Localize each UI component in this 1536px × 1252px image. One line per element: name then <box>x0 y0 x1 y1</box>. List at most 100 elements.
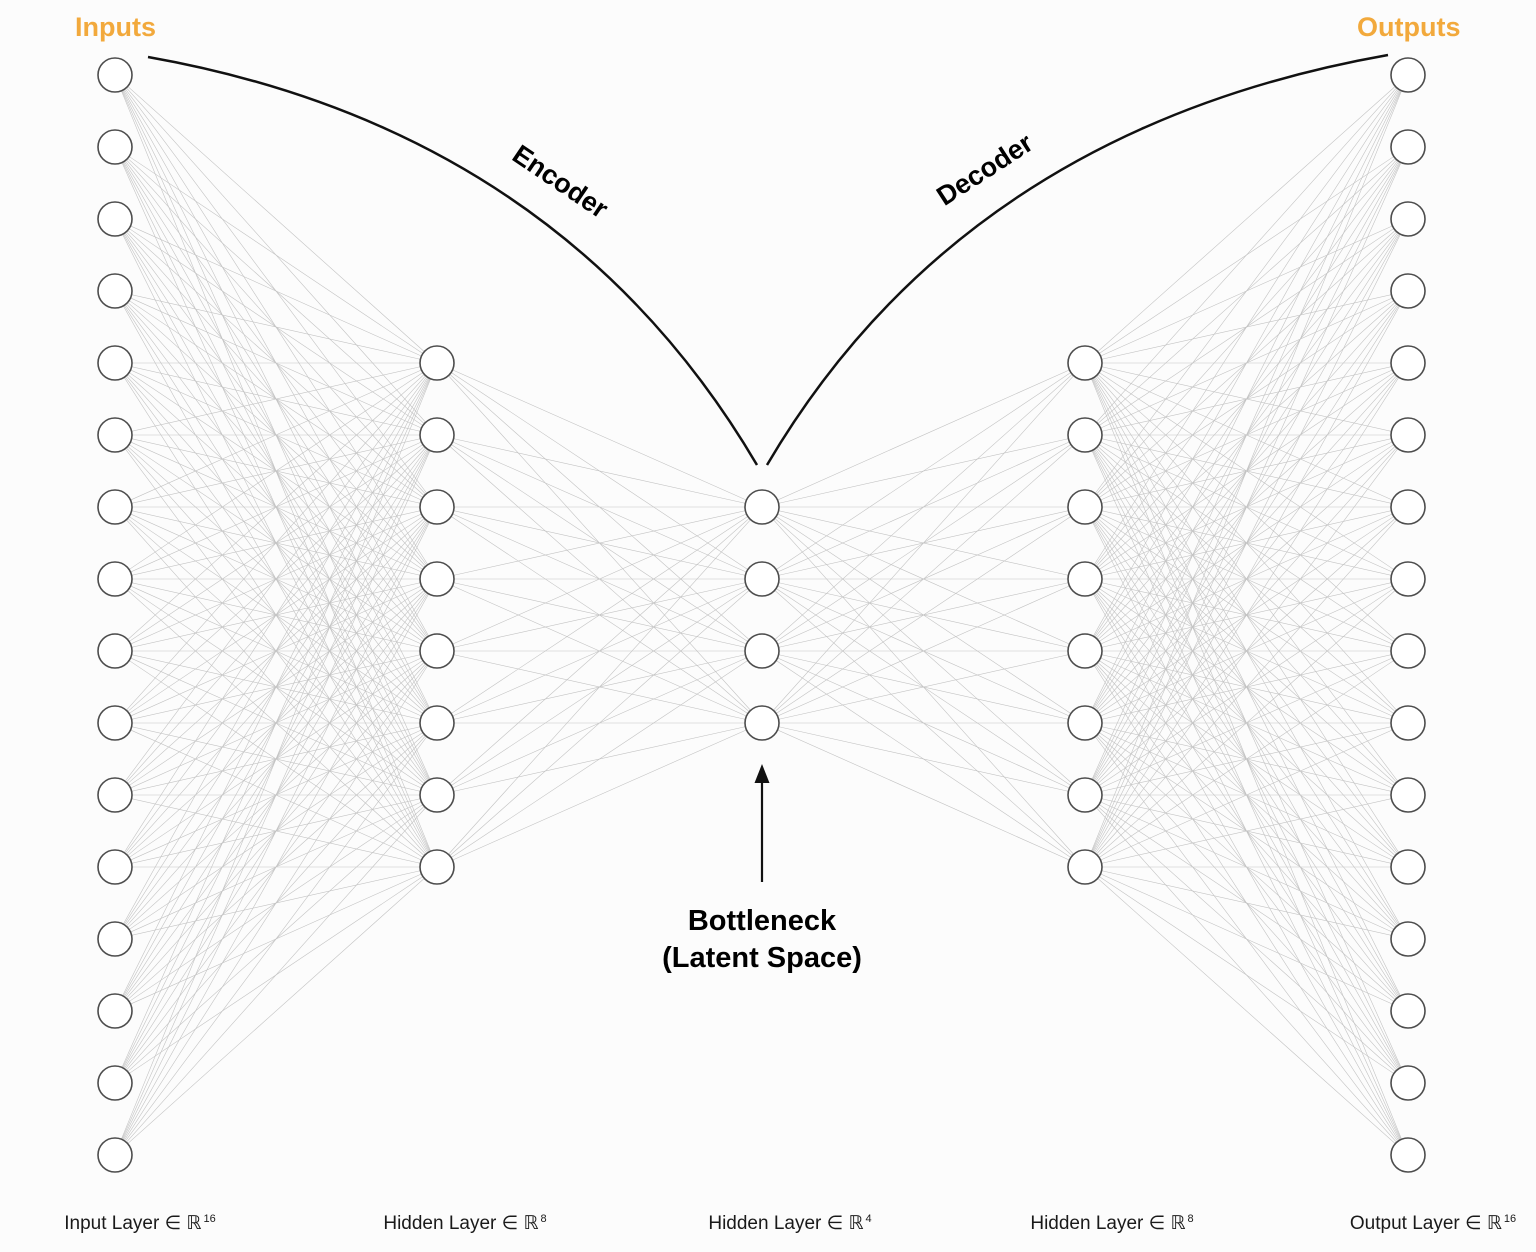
node-output <box>1390 489 1426 525</box>
edge <box>114 362 438 580</box>
edge <box>761 722 1086 796</box>
bottleneck-label-line1: Bottleneck <box>687 905 837 937</box>
edge <box>436 578 763 868</box>
edge <box>1084 146 1409 868</box>
inputs-label: Inputs <box>75 12 156 42</box>
edge <box>114 722 438 1156</box>
edge <box>436 362 763 508</box>
edge <box>761 650 1086 724</box>
node-hidden1 <box>419 561 455 597</box>
node-output <box>1390 345 1426 381</box>
node-output <box>1390 1065 1426 1101</box>
bottleneck-label-line2: (Latent Space) <box>662 942 862 975</box>
node-input <box>97 633 133 669</box>
edge <box>114 146 438 364</box>
node-bottleneck <box>744 561 780 597</box>
edge <box>761 578 1086 724</box>
encoder-brace-curve <box>147 55 759 466</box>
edge <box>1084 74 1409 724</box>
layer-label-bottleneck-text: Hidden Layer ∈ ℝ <box>708 1213 864 1234</box>
node-input <box>97 993 133 1029</box>
edge <box>114 866 438 1156</box>
node-output <box>1390 921 1426 957</box>
edge <box>1084 362 1409 868</box>
edge <box>114 506 438 1156</box>
layer-label-output-text: Output Layer ∈ ℝ <box>1349 1213 1502 1234</box>
node-input <box>97 273 133 309</box>
layer-label-input-dim: 16 <box>203 1212 216 1225</box>
edge <box>114 362 438 1012</box>
node-input <box>97 921 133 957</box>
node-output <box>1390 1137 1426 1173</box>
edge <box>436 506 763 724</box>
node-hidden2 <box>1067 633 1103 669</box>
node-output <box>1390 849 1426 885</box>
edge <box>1084 74 1409 580</box>
edge <box>761 362 1086 580</box>
edge <box>761 362 1086 652</box>
edge <box>114 650 438 1156</box>
node-output <box>1390 777 1426 813</box>
edges-group <box>114 74 1409 1156</box>
bottleneck-arrow <box>754 764 770 882</box>
node-hidden1 <box>419 345 455 381</box>
edge <box>1084 866 1409 940</box>
edge <box>1084 722 1409 868</box>
edge <box>1084 74 1409 652</box>
node-input <box>97 1065 133 1101</box>
edge <box>114 578 438 1156</box>
node-hidden1 <box>419 705 455 741</box>
node-hidden1 <box>419 777 455 813</box>
node-hidden1 <box>419 489 455 525</box>
edge <box>1084 578 1409 868</box>
node-input <box>97 849 133 885</box>
node-hidden2 <box>1067 489 1103 525</box>
edge <box>114 362 438 652</box>
edge <box>1084 650 1409 868</box>
node-input <box>97 201 133 237</box>
edge <box>1084 866 1409 1156</box>
edge <box>436 506 763 580</box>
edge <box>114 362 438 508</box>
node-output <box>1390 201 1426 237</box>
edge <box>114 218 438 364</box>
edge <box>114 362 438 796</box>
node-output <box>1390 57 1426 93</box>
node-input <box>97 129 133 165</box>
layer-label-input-text: Input Layer ∈ ℝ <box>64 1213 202 1234</box>
edge <box>1084 74 1409 868</box>
node-output <box>1390 705 1426 741</box>
edge <box>114 362 438 1084</box>
edge <box>1084 218 1409 868</box>
node-hidden2 <box>1067 417 1103 453</box>
edge <box>114 362 438 940</box>
node-input <box>97 489 133 525</box>
node-output <box>1390 633 1426 669</box>
edge <box>114 362 438 724</box>
nodes-group <box>97 57 1426 1173</box>
edge <box>114 290 438 364</box>
node-input <box>97 561 133 597</box>
edge <box>436 506 763 868</box>
edge <box>761 434 1086 724</box>
node-hidden2 <box>1067 777 1103 813</box>
edge <box>1084 506 1409 868</box>
node-output <box>1390 561 1426 597</box>
edge <box>761 506 1086 724</box>
edge <box>114 434 438 1156</box>
node-bottleneck <box>744 633 780 669</box>
layer-label-hidden1-text: Hidden Layer ∈ ℝ <box>383 1213 539 1234</box>
edge <box>436 506 763 796</box>
decoder-brace-curve <box>765 53 1389 466</box>
node-input <box>97 705 133 741</box>
node-input <box>97 417 133 453</box>
edge <box>1084 434 1409 868</box>
edge <box>761 722 1086 868</box>
edge <box>114 74 438 364</box>
